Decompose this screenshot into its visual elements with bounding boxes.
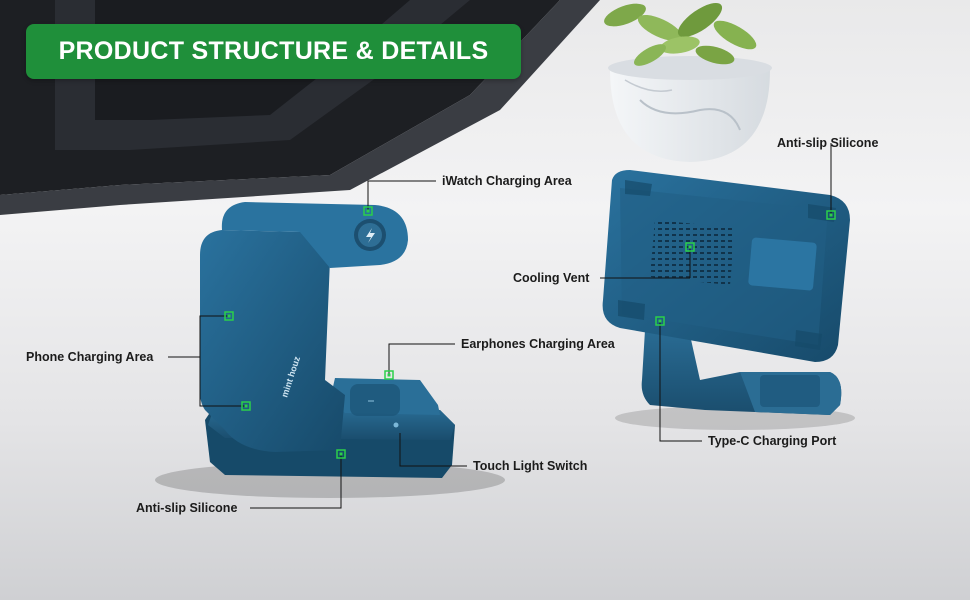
hotspot-marker-dots (227, 209, 833, 456)
hotspot-markers (224, 206, 836, 459)
label-touch-light-switch: Touch Light Switch (473, 459, 588, 473)
charging-stand-front (199, 202, 455, 478)
plant-leaves (604, 2, 757, 66)
plant-pot (608, 56, 772, 162)
header-banner: PRODUCT STRUCTURE & DETAILS (26, 24, 521, 79)
label-typec-charging-port: Type-C Charging Port (708, 434, 837, 448)
label-earphones-charging-area: Earphones Charging Area (461, 337, 615, 351)
leader-lines (168, 143, 832, 509)
label-antislip-silicone-back: Anti-slip Silicone (777, 136, 879, 150)
label-iwatch-charging-area: iWatch Charging Area (442, 174, 572, 188)
label-cooling-vent: Cooling Vent (513, 271, 590, 285)
charging-stand-back (602, 170, 850, 415)
label-phone-charging-area: Phone Charging Area (26, 350, 154, 364)
page-title: PRODUCT STRUCTURE & DETAILS (58, 37, 489, 65)
label-antislip-silicone-front: Anti-slip Silicone (136, 501, 238, 515)
